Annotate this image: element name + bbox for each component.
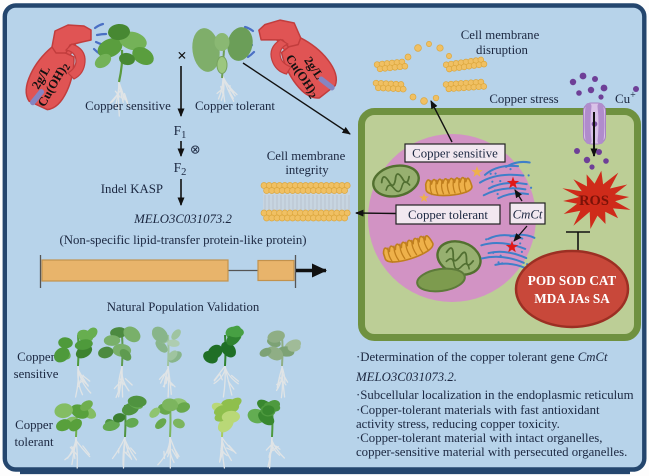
svg-text:Copper tolerant: Copper tolerant <box>408 208 488 222</box>
svg-text:MELO3C031073.2.: MELO3C031073.2. <box>355 370 457 384</box>
svg-text:CmCt: CmCt <box>513 208 543 222</box>
svg-text:×: × <box>177 46 187 65</box>
svg-text:integrity: integrity <box>285 163 329 177</box>
svg-text:sensitive: sensitive <box>14 367 59 381</box>
svg-text:MELO3C031073.2: MELO3C031073.2 <box>133 212 232 226</box>
svg-text:POD SOD CAT: POD SOD CAT <box>528 273 617 288</box>
svg-text:disruption: disruption <box>476 43 529 57</box>
svg-text:·Copper-tolerant material with: ·Copper-tolerant material with intact or… <box>356 431 602 445</box>
svg-text:tolerant: tolerant <box>14 435 54 449</box>
svg-text:·Copper-tolerant materials wit: ·Copper-tolerant materials with fast ant… <box>356 403 600 417</box>
svg-text:(Non-specific lipid-transfer p: (Non-specific lipid-transfer protein-lik… <box>60 233 307 247</box>
svg-text:Copper sensitive: Copper sensitive <box>412 147 498 161</box>
svg-text:Copper: Copper <box>17 350 55 364</box>
svg-text:MDA JAs SA: MDA JAs SA <box>534 291 610 306</box>
svg-text:Copper tolerant: Copper tolerant <box>195 99 275 113</box>
svg-text:Indel KASP: Indel KASP <box>101 182 163 196</box>
svg-text:Copper: Copper <box>15 418 53 432</box>
svg-text:Copper sensitive: Copper sensitive <box>85 99 171 113</box>
svg-text:Copper stress: Copper stress <box>489 92 558 106</box>
svg-text:copper-sensitive material with: copper-sensitive material with persecute… <box>356 445 627 459</box>
svg-text:Natural Population Validation: Natural Population Validation <box>107 300 260 314</box>
svg-text:Cell membrane: Cell membrane <box>461 28 540 42</box>
svg-text:·Subcellular localization in t: ·Subcellular localization in the endopla… <box>356 388 634 402</box>
svg-text:⊗: ⊗ <box>190 143 200 157</box>
svg-text:·Determination of the copper t: ·Determination of the copper tolerant ge… <box>356 350 608 364</box>
svg-text:ROS: ROS <box>579 193 609 209</box>
svg-text:activity stress, reducing copp: activity stress, reducing copper toxicit… <box>356 417 560 431</box>
svg-text:Cell membrane: Cell membrane <box>267 149 346 163</box>
